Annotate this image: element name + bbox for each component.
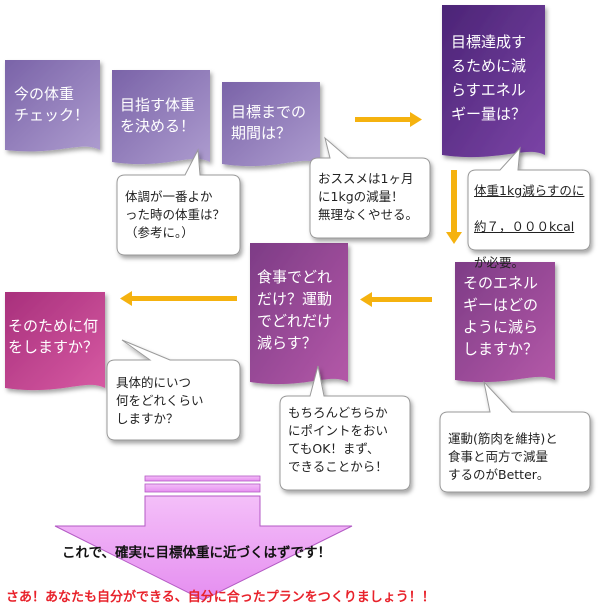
note-best-weight: 体調が一番よか った時の体重は？ （参考に。）	[125, 189, 226, 240]
step-box-set-period	[222, 82, 320, 167]
note-kcal-line1: 体重1kg減らすのに	[474, 183, 585, 198]
bubble-both	[279, 365, 411, 491]
call-to-action: さあ！あなたも自分ができる、自分に合ったプランをつくりましょう！！	[6, 590, 435, 605]
step-box-diet-or-exercise	[250, 243, 348, 385]
bubble-concrete	[106, 339, 241, 441]
step-text-how-to-reduce: そのエネル ギーはどの ように減ら しますか？	[463, 274, 539, 358]
bubble-recommend	[309, 136, 431, 239]
note-recommend: おススメは1ヶ月 に1kgの減量！ 無理なくやせる。	[318, 171, 419, 222]
big-down-arrow	[54, 475, 353, 601]
step-text-set-goal: 目指す体重 を決める！	[120, 96, 196, 135]
note-balance: 運動(筋肉を維持)と 食事と両方で減量 するのがBetter。	[448, 431, 558, 482]
step-box-set-goal	[112, 70, 210, 165]
step-box-energy-to-reduce	[442, 5, 545, 158]
arrow-to-energy	[355, 112, 422, 127]
bubble-best-weight	[116, 148, 241, 256]
arrow-to-diet-exercise	[360, 292, 432, 307]
note-both: もちろんどちらか にポイントをおい てもOK！まず、 できることから！	[288, 405, 389, 474]
step-box-how-to-reduce	[455, 262, 555, 383]
step-text-check-weight: 今の体重 チェック！	[14, 85, 90, 124]
step-box-check-weight	[5, 60, 100, 152]
note-kcal-line2: 約７，０００kcal	[474, 219, 575, 234]
closing-message: これで、確実に目標体重に近づくはずです！	[62, 545, 332, 561]
step-text-set-period: 目標までの 期間は？	[231, 103, 307, 142]
arrow-down-to-how	[446, 170, 462, 244]
note-kcal-line3: が必要。	[474, 255, 525, 270]
note-concrete: 具体的にいつ 何をどれくらい しますか？	[116, 375, 204, 426]
bubble-balance	[439, 380, 591, 493]
note-kcal: 体重1kg減らすのに 約７，０００kcal が必要。	[474, 182, 584, 272]
bubble-kcal	[467, 146, 591, 251]
step-text-energy-to-reduce: 目標達成す るために減 らすエネル ギー量は？	[451, 33, 527, 123]
arrow-to-what-to-do	[120, 291, 237, 306]
step-text-diet-or-exercise: 食事でどれ だけ？運動 でどれだけ 減らす？	[257, 268, 333, 352]
step-text-what-to-do: そのために何 をしますか？	[8, 317, 99, 356]
step-box-what-to-do	[5, 292, 105, 391]
